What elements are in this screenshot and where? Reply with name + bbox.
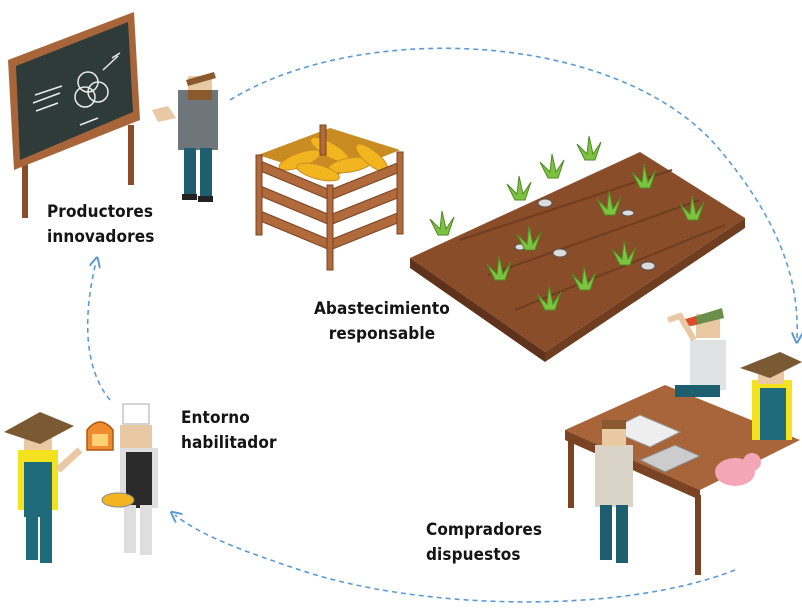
label-line: Abastecimiento (314, 299, 450, 319)
buyer-front (595, 420, 633, 563)
label-productores-innovadores: Productores innovadores (47, 200, 154, 250)
chef-figure (101, 403, 158, 555)
label-abastecimiento-responsable: Abastecimiento responsable (314, 297, 450, 347)
label-entorno-habilitador: Entorno habilitador (181, 406, 277, 456)
teacher-figure (152, 72, 218, 202)
label-line: Entorno (181, 408, 250, 428)
arrow-left-up (86, 262, 111, 401)
bread-icon (86, 421, 114, 451)
label-line: dispuestos (426, 545, 521, 565)
label-line: Productores (47, 202, 154, 222)
label-line: habilitador (181, 433, 277, 453)
cycle-arrows (86, 47, 798, 603)
corn-crate (255, 124, 404, 271)
crop-field (410, 135, 745, 362)
seated-woman (667, 308, 726, 397)
farmer-right (740, 352, 802, 440)
farmer-left (4, 412, 83, 563)
buyers-table (565, 385, 800, 575)
chalkboard (8, 12, 140, 218)
arrow-top-to-right (229, 47, 797, 338)
arrow-bottom-to-left (175, 515, 736, 603)
label-line: innovadores (47, 227, 155, 247)
label-compradores-dispuestos: Compradores dispuestos (426, 518, 542, 568)
label-line: responsable (328, 324, 436, 344)
label-line: Compradores (426, 520, 543, 540)
